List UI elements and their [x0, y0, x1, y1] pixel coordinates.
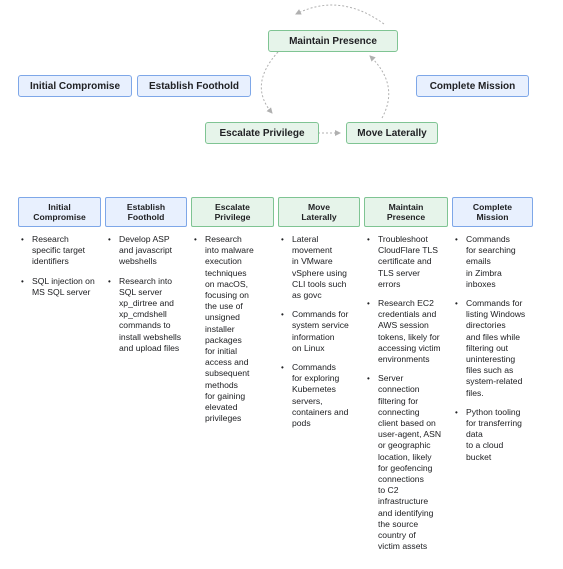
list-item: Research into SQL server xp_dirtree and …: [105, 276, 187, 354]
column-header: Initial Compromise: [18, 197, 101, 227]
flow-maintain-presence: Maintain Presence: [268, 30, 398, 52]
column-2: Establish FootholdDevelop ASP and javasc…: [105, 197, 187, 362]
column-4: Move LaterallyLateral movement in VMware…: [278, 197, 360, 437]
list-item: Commands for exploring Kubernetes server…: [278, 362, 360, 429]
column-header: Maintain Presence: [364, 197, 448, 227]
column-header: Establish Foothold: [105, 197, 187, 227]
list-item: Lateral movement in VMware vSphere using…: [278, 234, 360, 301]
column-item-list: Research into malware execution techniqu…: [191, 234, 274, 424]
flow-complete-mission: Complete Mission: [416, 75, 529, 97]
column-item-list: Troubleshoot CloudFlare TLS certificate …: [364, 234, 448, 552]
column-5: Maintain PresenceTroubleshoot CloudFlare…: [364, 197, 448, 560]
flow-move-laterally: Move Laterally: [346, 122, 438, 144]
list-item: Python tooling for transferring data to …: [452, 407, 533, 463]
list-item: Server connection filtering for connecti…: [364, 373, 448, 552]
list-item: Research EC2 credentials and AWS session…: [364, 298, 448, 365]
list-item: Commands for searching emails in Zimbra …: [452, 234, 533, 290]
flow-escalate-privilege: Escalate Privilege: [205, 122, 319, 144]
column-3: Escalate PrivilegeResearch into malware …: [191, 197, 274, 432]
list-item: Commands for listing Windows directories…: [452, 298, 533, 399]
cycle-arrow-right: [369, 55, 390, 119]
column-6: Complete MissionCommands for searching e…: [452, 197, 533, 471]
cycle-arrow-top: [295, 4, 385, 25]
list-item: Research into malware execution techniqu…: [191, 234, 274, 424]
column-item-list: Develop ASP and javascript webshellsRese…: [105, 234, 187, 354]
column-header: Complete Mission: [452, 197, 533, 227]
column-1: Initial CompromiseResearch specific targ…: [18, 197, 101, 306]
column-item-list: Commands for searching emails in Zimbra …: [452, 234, 533, 463]
list-item: Commands for system service information …: [278, 309, 360, 354]
column-item-list: Research specific target identifiersSQL …: [18, 234, 101, 298]
column-header: Move Laterally: [278, 197, 360, 227]
column-item-list: Lateral movement in VMware vSphere using…: [278, 234, 360, 429]
column-header: Escalate Privilege: [191, 197, 274, 227]
flow-initial-compromise: Initial Compromise: [18, 75, 132, 97]
list-item: SQL injection on MS SQL server: [18, 276, 101, 298]
list-item: Troubleshoot CloudFlare TLS certificate …: [364, 234, 448, 290]
list-item: Develop ASP and javascript webshells: [105, 234, 187, 268]
flow-establish-foothold: Establish Foothold: [137, 75, 251, 97]
list-item: Research specific target identifiers: [18, 234, 101, 268]
cycle-arrow-left: [260, 51, 279, 114]
